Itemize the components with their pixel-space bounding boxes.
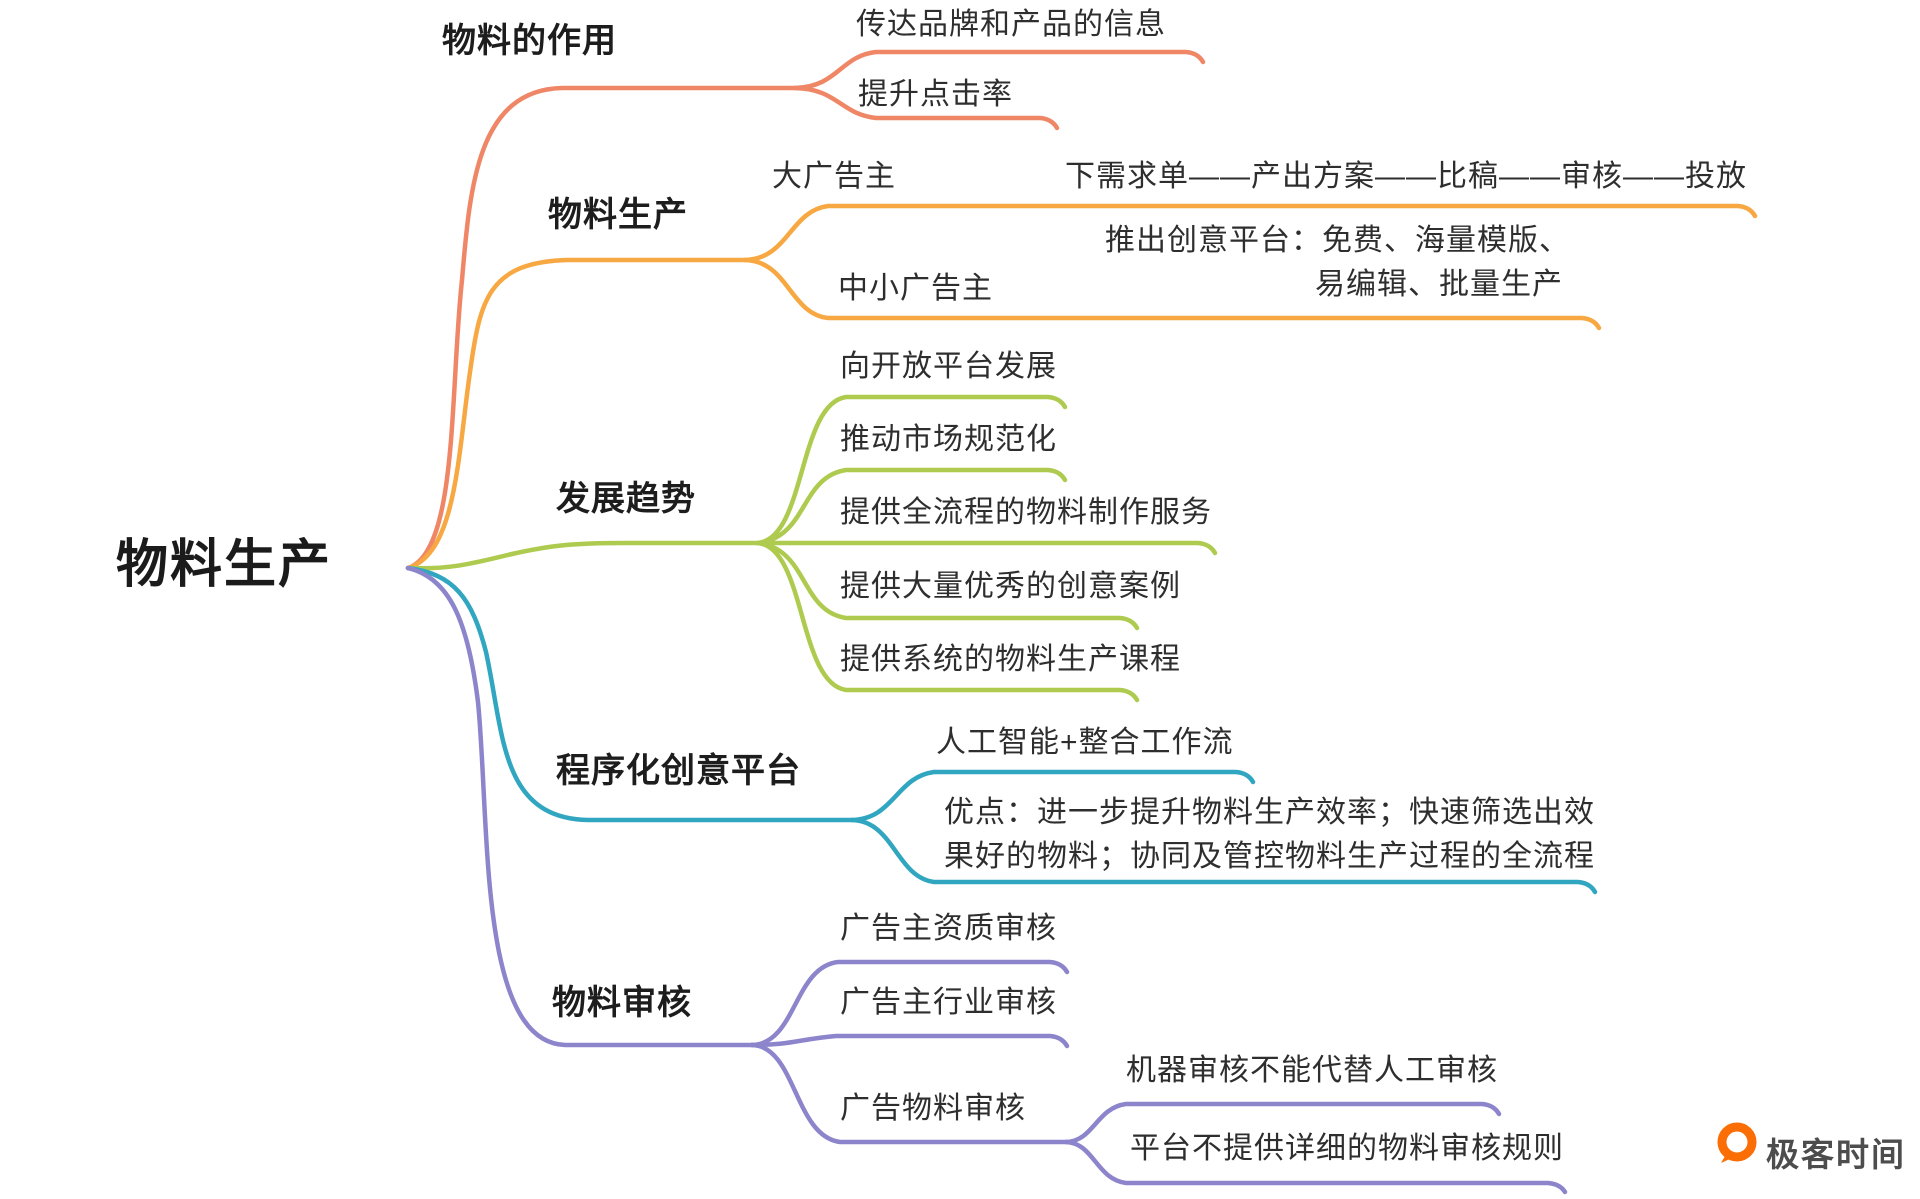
branch-line-material-role: [405, 85, 798, 571]
node-qualification-review[interactable]: 广告主资质审核: [840, 912, 1057, 945]
node-big-advertiser-flow[interactable]: 下需求单——产出方案——比稿——审核——投放: [1065, 160, 1747, 193]
node-machine-review[interactable]: 机器审核不能代替人工审核: [1126, 1054, 1498, 1087]
node-creative-cases[interactable]: 提供大量优秀的创意案例: [840, 570, 1181, 603]
node-convey-brand[interactable]: 传达品牌和产品的信息: [856, 8, 1166, 41]
node-material-role[interactable]: 物料的作用: [442, 22, 617, 60]
leaf-line-creative-cases: [755, 540, 1140, 631]
leaf-line-machine-review: [1063, 1101, 1502, 1145]
node-full-process[interactable]: 提供全流程的物料制作服务: [840, 496, 1212, 529]
branch-line-trends: [405, 540, 761, 571]
geektime-brand-text: 极客时间: [1766, 1136, 1906, 1173]
node-advantages-line2[interactable]: 果好的物料；协同及管控物料生产过程的全流程: [944, 840, 1595, 873]
leaf-line-ai-workflow: [849, 769, 1256, 823]
leaf-line-advantages: [849, 817, 1598, 895]
node-material-production[interactable]: 物料生产: [548, 196, 688, 234]
node-big-advertisers[interactable]: 大广告主: [772, 160, 896, 193]
node-creative-platform-line1[interactable]: 推出创意平台：免费、海量模版、: [1105, 224, 1570, 257]
leaf-line-market-standard: [755, 467, 1068, 546]
branch-lines-programmatic: [405, 565, 1598, 895]
leaf-line-convey-brand: [792, 49, 1206, 91]
node-no-detailed-rules[interactable]: 平台不提供详细的物料审核规则: [1130, 1132, 1564, 1165]
leaf-line-full-process: [755, 540, 1218, 556]
leaf-line-qualification-review: [749, 959, 1070, 1048]
leaf-line-big-advertisers: [742, 203, 1758, 263]
node-open-platform[interactable]: 向开放平台发展: [840, 350, 1057, 383]
branch-line-programmatic: [405, 565, 855, 823]
leaf-line-production-courses: [755, 540, 1140, 703]
node-creative-platform-line2[interactable]: 易编辑、批量生产: [1315, 268, 1563, 301]
leaf-line-ctr: [792, 85, 1060, 131]
node-production-courses[interactable]: 提供系统的物料生产课程: [840, 643, 1181, 676]
geektime-logo-icon: [1717, 1122, 1757, 1163]
branch-line-material-production: [405, 257, 748, 571]
branch-lines-material-production: [405, 203, 1758, 571]
node-small-advertisers[interactable]: 中小广告主: [838, 272, 993, 305]
branch-line-review: [405, 565, 755, 1048]
node-ctr[interactable]: 提升点击率: [858, 78, 1013, 111]
node-review[interactable]: 物料审核: [552, 984, 692, 1022]
node-market-standard[interactable]: 推动市场规范化: [840, 423, 1057, 456]
leaf-line-no-detailed-rules: [1063, 1139, 1568, 1195]
node-industry-review[interactable]: 广告主行业审核: [840, 986, 1057, 1019]
node-advantages-line1[interactable]: 优点：进一步提升物料生产效率；快速筛选出效: [944, 796, 1595, 829]
node-line-creative-review: [749, 1042, 1069, 1145]
leaf-line-open-platform: [755, 394, 1068, 546]
branch-lines-trends: [405, 394, 1218, 703]
node-root[interactable]: 物料生产: [116, 536, 333, 594]
branch-lines-review: [405, 565, 1568, 1195]
node-ai-workflow[interactable]: 人工智能+整合工作流: [936, 726, 1234, 759]
node-creative-review[interactable]: 广告物料审核: [840, 1092, 1026, 1125]
leaf-line-industry-review: [749, 1033, 1070, 1049]
leaf-line-small-advertisers: [742, 257, 1602, 331]
branch-lines-material-role: [405, 49, 1206, 571]
node-trends[interactable]: 发展趋势: [556, 480, 696, 518]
node-programmatic[interactable]: 程序化创意平台: [556, 752, 801, 790]
